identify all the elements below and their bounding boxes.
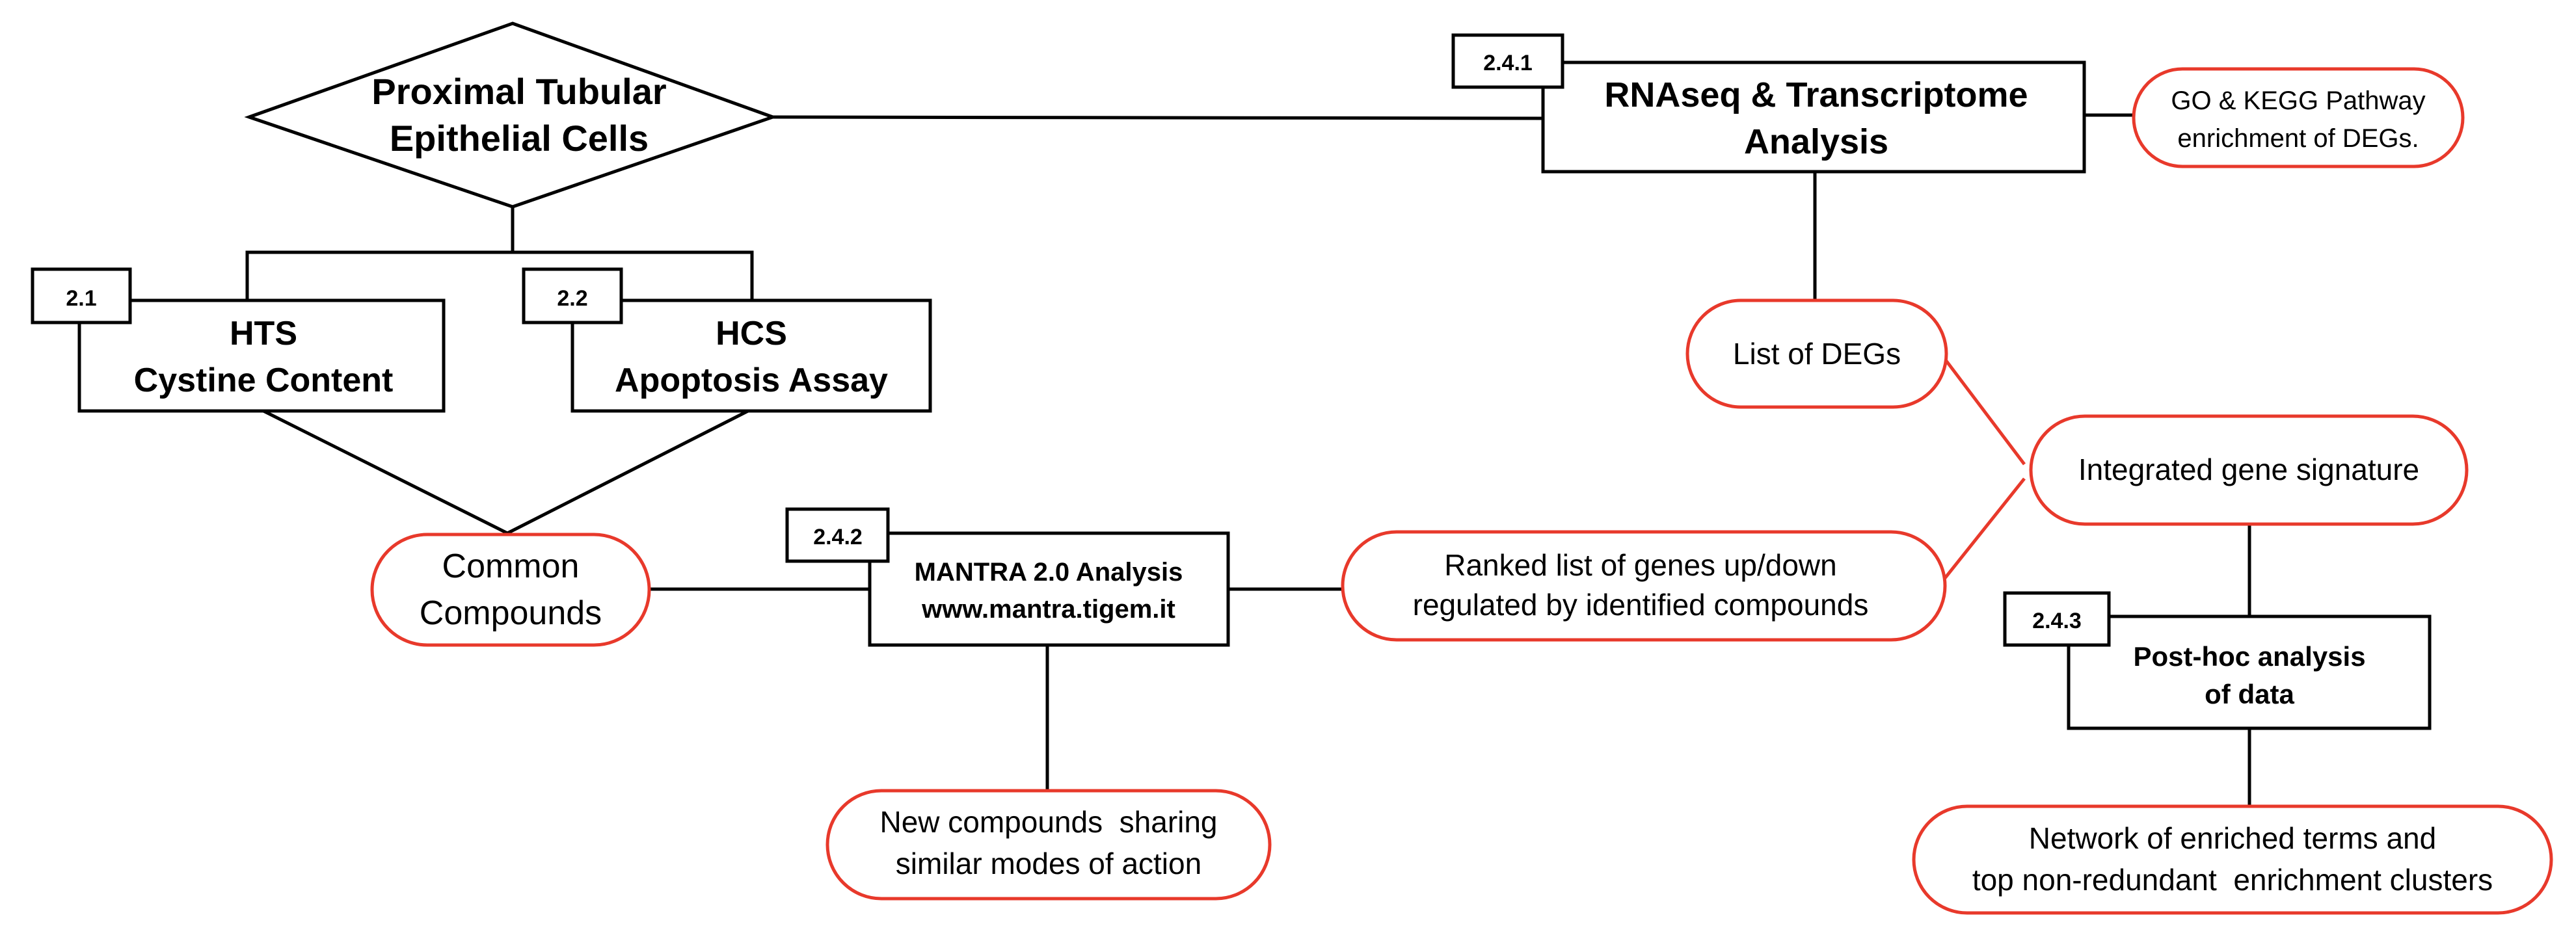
integrated-signature-pill: [2029, 414, 2469, 526]
common-compounds-line-1: Common: [442, 548, 580, 585]
rnaseq-tag: 2.4.1: [1451, 33, 1564, 89]
hts-tag: 2.1: [31, 267, 132, 324]
hcs-subtitle: Apoptosis Assay: [615, 362, 888, 399]
mantra-rect: [868, 531, 1230, 647]
connector-ranked-integrated: [1941, 477, 2026, 583]
ranked-list-line-2: regulated by identified compounds: [1413, 588, 1869, 622]
diamond-shape: [244, 21, 778, 209]
mantra-tag-label: 2.4.2: [813, 525, 863, 549]
posthoc-box: Post-hoc analysis of data: [2067, 614, 2432, 730]
mantra-url: www.mantra.tigem.it: [921, 595, 1175, 624]
hts-tag-label: 2.1: [66, 286, 96, 311]
mantra-tag: 2.4.2: [785, 507, 890, 563]
integrated-signature-node: Integrated gene signature: [2029, 414, 2469, 526]
list-of-degs-node: List of DEGs: [1685, 298, 1948, 409]
hts-subtitle: Cystine Content: [134, 362, 394, 399]
ranked-list-line-1: Ranked list of genes up/down: [1444, 548, 1837, 582]
connector-hcs-common: [506, 409, 749, 535]
mantra-tag-rect: [785, 507, 890, 563]
network-pill: [1912, 804, 2553, 915]
ranked-list-pill: [1341, 530, 1947, 642]
mantra-title: MANTRA 2.0 Analysis: [915, 558, 1183, 587]
new-compounds-node: New compounds sharing similar modes of a…: [825, 789, 1272, 901]
new-compounds-line-2: similar modes of action: [896, 847, 1201, 880]
common-compounds-node: Common Compounds: [370, 533, 651, 647]
network-line-1: Network of enriched terms and: [2029, 821, 2436, 855]
hcs-title: HCS: [716, 315, 787, 352]
rnaseq-subtitle: Analysis: [1744, 122, 1888, 161]
proximal-tubular-cells-diamond: Proximal Tubular Epithelial Cells: [244, 21, 778, 209]
hcs-box: HCS Apoptosis Assay: [570, 298, 932, 413]
mantra-box: MANTRA 2.0 Analysis www.mantra.tigem.it: [868, 531, 1230, 647]
new-compounds-pill: [825, 789, 1272, 901]
black-connectors: [245, 113, 2251, 806]
hcs-tag-rect: [522, 267, 623, 324]
rnaseq-rect: [1541, 60, 2086, 174]
connector-diamond-branches: [245, 207, 515, 300]
posthoc-tag: 2.4.3: [2003, 591, 2111, 647]
hts-box: HTS Cystine Content: [77, 298, 446, 413]
go-kegg-line-2: enrichment of DEGs.: [2177, 124, 2419, 153]
hcs-rect: [570, 298, 932, 413]
hts-title: HTS: [230, 315, 297, 352]
posthoc-tag-rect: [2003, 591, 2111, 647]
ranked-list-node: Ranked list of genes up/down regulated b…: [1341, 530, 1947, 642]
red-connectors: [1941, 360, 2026, 583]
rnaseq-box: RNAseq & Transcriptome Analysis: [1541, 60, 2086, 174]
connector-hts-common: [262, 409, 509, 535]
network-line-2: top non-redundant enrichment clusters: [1972, 863, 2493, 897]
diamond-label-line-2: Epithelial Cells: [390, 118, 649, 159]
rnaseq-tag-rect: [1451, 33, 1564, 89]
posthoc-title: Post-hoc analysis: [2133, 641, 2365, 672]
rnaseq-tag-label: 2.4.1: [1483, 51, 1533, 75]
connector-degs-integrated: [1945, 360, 2026, 466]
connector-diamond-rnaseq: [772, 115, 1544, 120]
common-compounds-line-2: Compounds: [420, 594, 602, 632]
list-of-degs-label: List of DEGs: [1733, 337, 1901, 371]
integrated-signature-label: Integrated gene signature: [2078, 453, 2419, 486]
hts-tag-rect: [31, 267, 132, 324]
rnaseq-title: RNAseq & Transcriptome: [1604, 75, 2028, 114]
hts-rect: [77, 298, 446, 413]
diamond-label-line-1: Proximal Tubular: [371, 71, 666, 112]
list-of-degs-pill: [1685, 298, 1948, 409]
go-kegg-line-1: GO & KEGG Pathway: [2171, 86, 2425, 115]
new-compounds-line-1: New compounds sharing: [879, 805, 1217, 839]
common-compounds-pill: [370, 533, 651, 647]
connector-branch-hcs: [513, 250, 754, 300]
hcs-tag: 2.2: [522, 267, 623, 324]
network-node: Network of enriched terms and top non-re…: [1912, 804, 2553, 915]
posthoc-subtitle: of data: [2205, 679, 2294, 709]
posthoc-rect: [2067, 614, 2432, 730]
posthoc-tag-label: 2.4.3: [2032, 609, 2082, 633]
hcs-tag-label: 2.2: [557, 286, 587, 311]
go-kegg-node: GO & KEGG Pathway enrichment of DEGs.: [2132, 67, 2465, 168]
go-kegg-pill: [2132, 67, 2465, 168]
